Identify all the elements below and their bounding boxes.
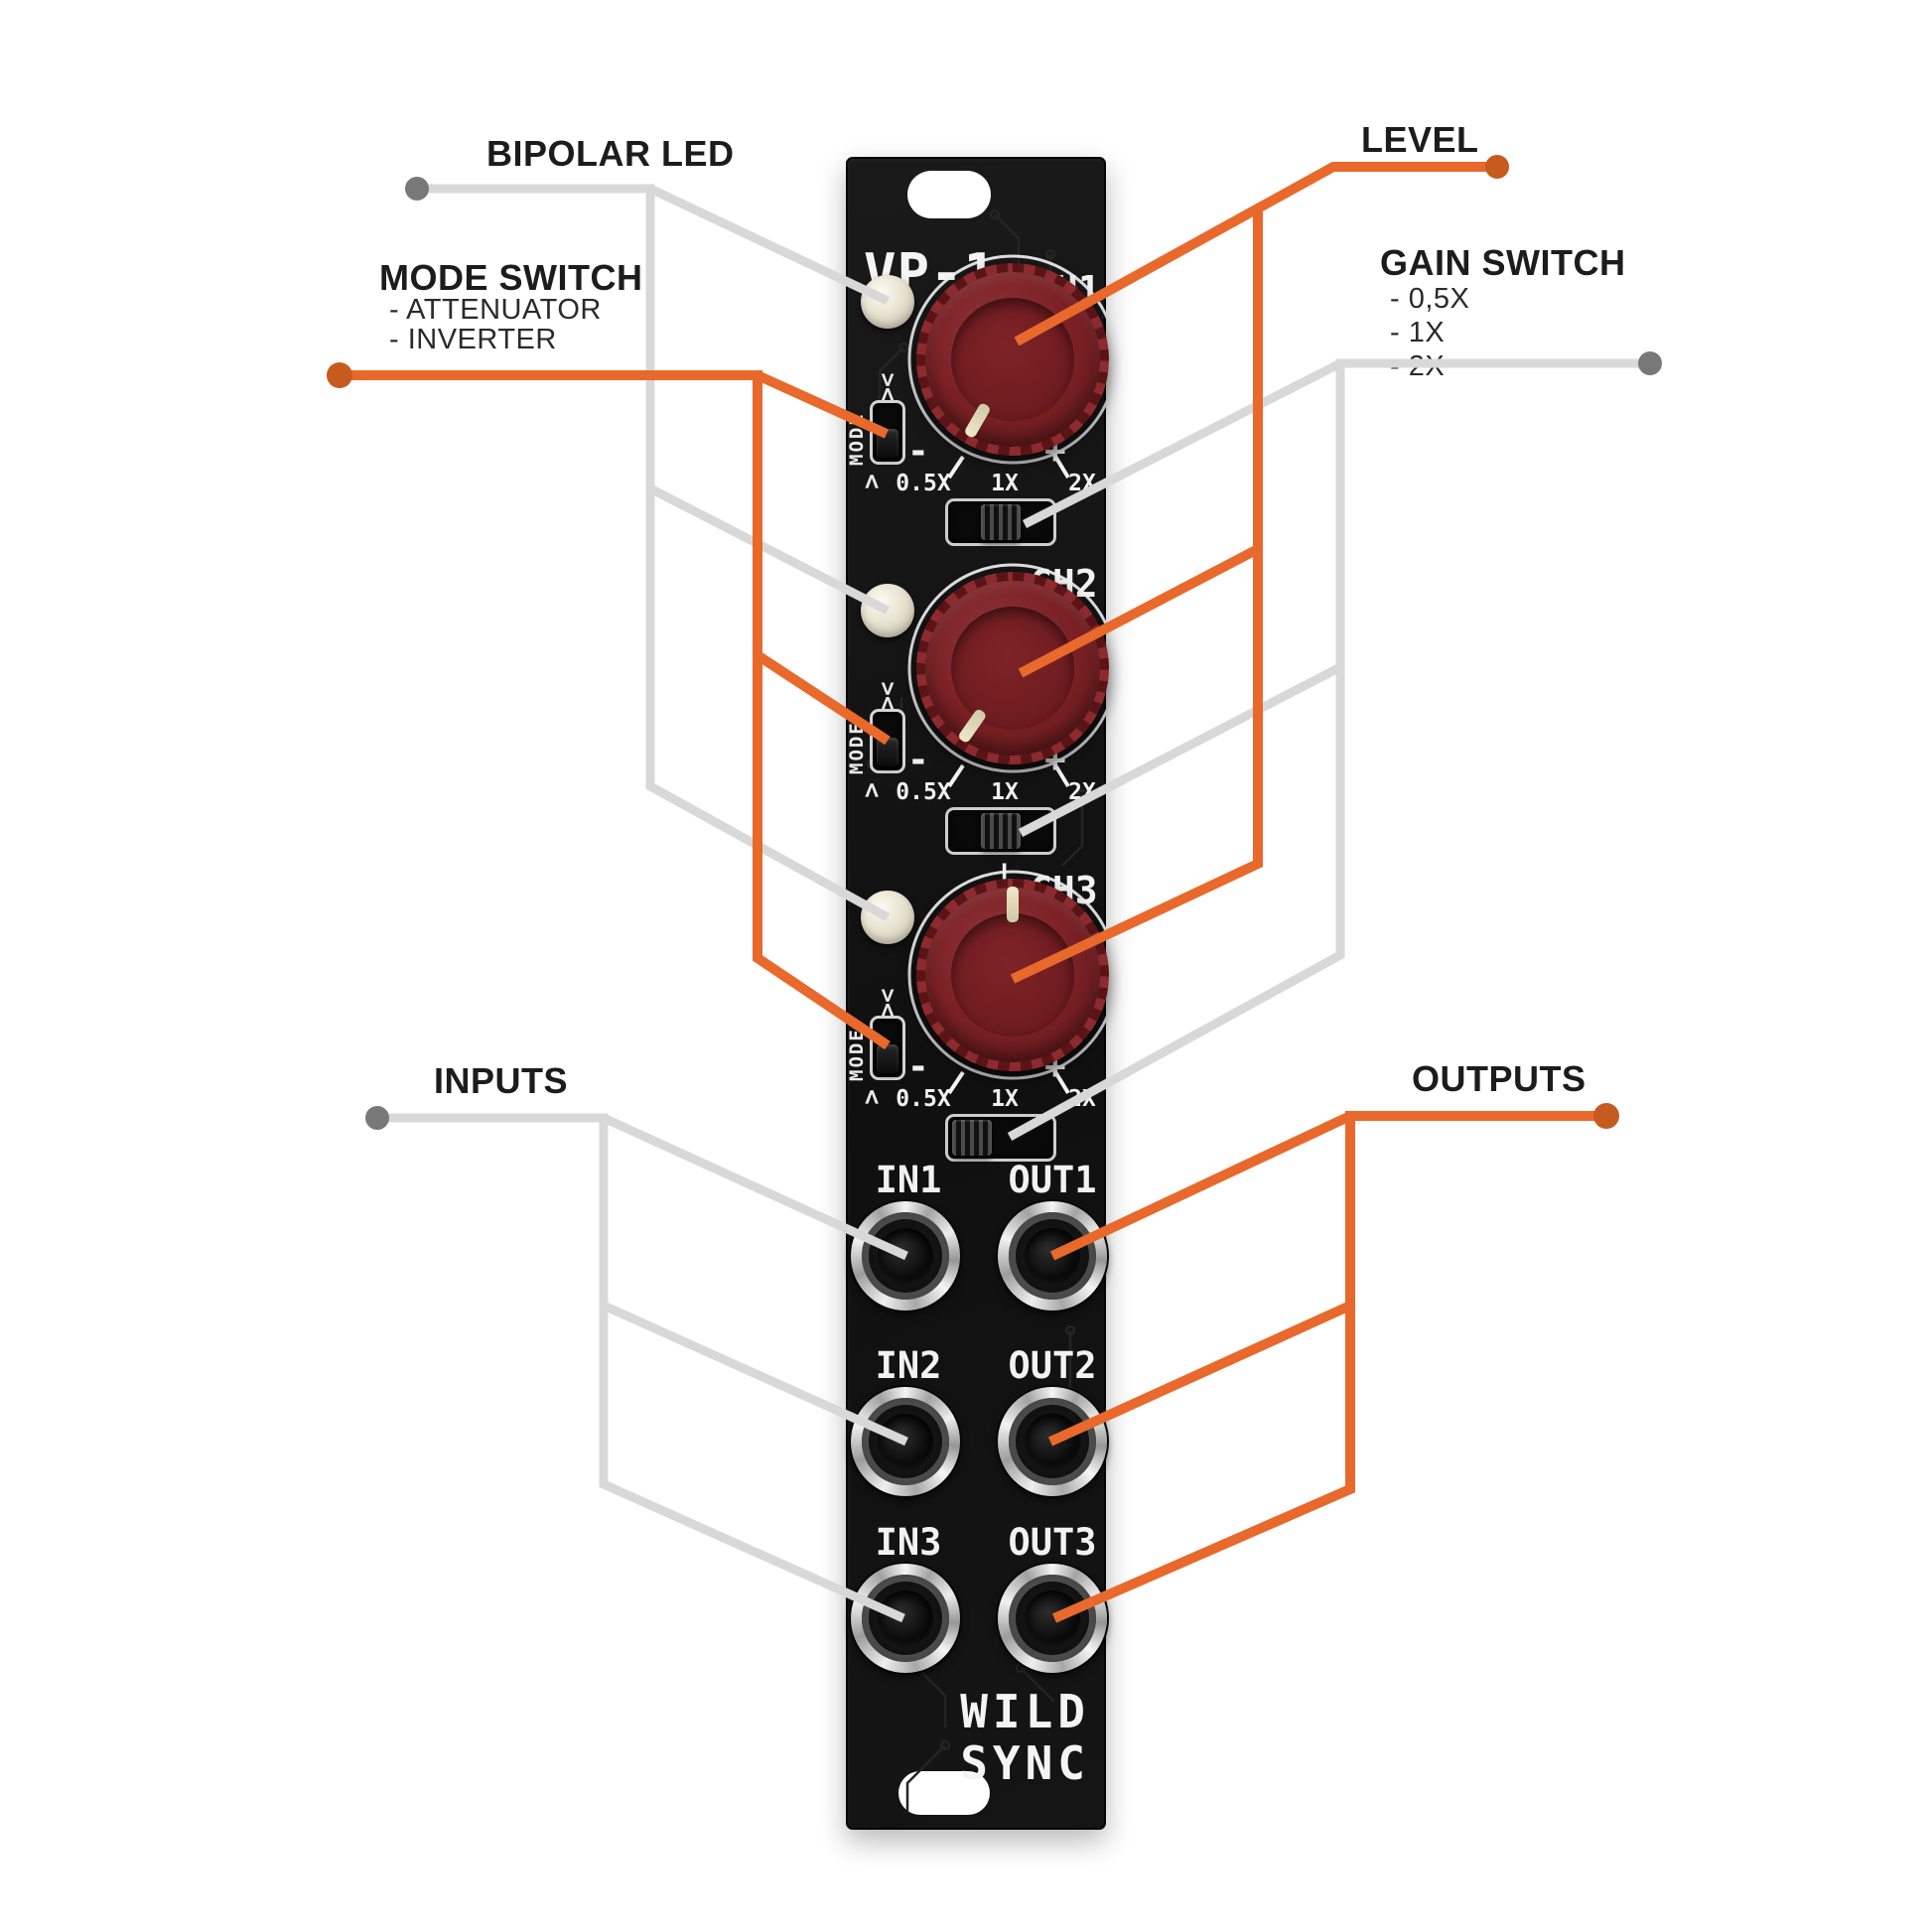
channel-3-mode-switch[interactable] — [870, 1016, 905, 1080]
mode-toggle[interactable] — [877, 738, 898, 766]
channel-3-bipolar-led — [861, 891, 914, 944]
channel-1-level-knob[interactable] — [916, 263, 1109, 456]
gain-switch-item-2x: - 2X — [1390, 350, 1446, 382]
channel-1-mode-switch[interactable] — [870, 400, 905, 465]
jack-hole — [878, 1590, 933, 1646]
knob-face — [951, 913, 1074, 1036]
channel-2-gain-switch[interactable] — [945, 807, 1056, 855]
brand-line-1: WILD — [960, 1685, 1090, 1738]
gain-label-1x: 1X — [991, 471, 1019, 496]
mode-switch-text: MODE — [846, 721, 868, 774]
mounting-hole-top — [907, 171, 991, 218]
mode-glyph-bottom: < — [856, 1089, 887, 1105]
channel-2-mode-switch[interactable] — [870, 709, 905, 773]
gain-label-05x: 0.5X — [896, 779, 951, 805]
mode-glyph-bottom: < — [856, 474, 887, 489]
jack-hole — [878, 1228, 933, 1284]
jack-hole — [1025, 1590, 1080, 1646]
mode-glyph-top: >< — [874, 372, 902, 402]
out2-jack[interactable] — [998, 1387, 1107, 1496]
out2-label: OUT2 — [1008, 1344, 1097, 1387]
outputs-label: OUTPUTS — [1412, 1058, 1587, 1099]
knob-face — [951, 298, 1074, 421]
mode-switch-item-attenuator: - ATTENUATOR — [389, 294, 602, 326]
mode-glyph-top: >< — [874, 681, 902, 711]
inputs-dot — [365, 1106, 389, 1130]
in2-jack[interactable] — [851, 1387, 960, 1496]
minus-mark: - — [907, 740, 929, 780]
channel-1-gain-switch[interactable] — [945, 498, 1056, 546]
brand-line-2: SYNC — [960, 1736, 1090, 1790]
bipolar-led-dot — [405, 177, 429, 201]
mode-switch-dot — [327, 362, 352, 388]
level-label: LEVEL — [1361, 119, 1479, 160]
in1-label: IN1 — [875, 1159, 942, 1201]
outputs-line — [1047, 1111, 1606, 1623]
mode-toggle[interactable] — [877, 1044, 898, 1073]
channel-2-bipolar-led — [861, 584, 914, 637]
gain-slider[interactable] — [952, 1120, 992, 1156]
mode-glyph-bottom: < — [856, 782, 887, 798]
jack-hole — [1025, 1228, 1080, 1284]
outputs-dot — [1593, 1103, 1619, 1129]
gain-label-2x: 2X — [1068, 779, 1096, 805]
gain-switch-dot — [1638, 351, 1662, 375]
gain-label-1x: 1X — [991, 779, 1019, 805]
channel-3-level-knob[interactable] — [916, 879, 1109, 1071]
out1-jack[interactable] — [998, 1201, 1107, 1311]
gain-label-05x: 0.5X — [896, 1086, 951, 1112]
gain-label-2x: 2X — [1068, 1086, 1096, 1112]
gain-slider[interactable] — [981, 813, 1021, 849]
gain-label-1x: 1X — [991, 1086, 1019, 1112]
channel-3-gain-switch[interactable] — [945, 1114, 1056, 1162]
channel-2-level-knob[interactable] — [916, 572, 1109, 764]
channel-1-bipolar-led — [861, 275, 914, 329]
gain-switch-item-1x: - 1X — [1390, 317, 1446, 348]
gain-slider[interactable] — [981, 504, 1021, 540]
module-panel: VP-1 CH1 >< MODE < - + 0.5X 1X 2X CH2 — [846, 157, 1109, 1830]
inputs-line — [377, 1113, 908, 1623]
in2-label: IN2 — [875, 1344, 942, 1387]
out3-label: OUT3 — [1008, 1521, 1097, 1564]
mode-glyph-top: >< — [874, 988, 902, 1018]
gain-label-2x: 2X — [1068, 471, 1096, 496]
minus-mark: - — [907, 431, 929, 472]
bipolar-led-label: BIPOLAR LED — [486, 133, 735, 174]
minus-mark: - — [907, 1046, 929, 1087]
mode-switch-item-inverter: - INVERTER — [389, 324, 557, 355]
knob-face — [951, 607, 1074, 730]
brand-logo: WILD SYNC — [960, 1686, 1090, 1789]
in3-jack[interactable] — [851, 1564, 960, 1673]
gain-switch-label: GAIN SWITCH — [1380, 242, 1626, 283]
gain-label-05x: 0.5X — [896, 471, 951, 496]
in1-jack[interactable] — [851, 1201, 960, 1311]
mode-switch-text: MODE — [846, 1028, 868, 1081]
inputs-label: INPUTS — [434, 1060, 569, 1101]
mode-switch-text: MODE — [846, 412, 868, 466]
jack-hole — [1025, 1414, 1080, 1469]
level-dot — [1485, 155, 1509, 179]
knob-pointer — [1007, 887, 1019, 922]
mode-toggle[interactable] — [877, 429, 898, 458]
mode-switch-line — [340, 370, 891, 1050]
mode-switch-label: MODE SWITCH — [379, 257, 643, 298]
in3-label: IN3 — [875, 1521, 942, 1564]
gain-switch-item-05x: - 0,5X — [1390, 283, 1470, 315]
out1-label: OUT1 — [1008, 1159, 1097, 1201]
out3-jack[interactable] — [998, 1564, 1107, 1673]
jack-hole — [878, 1414, 933, 1469]
